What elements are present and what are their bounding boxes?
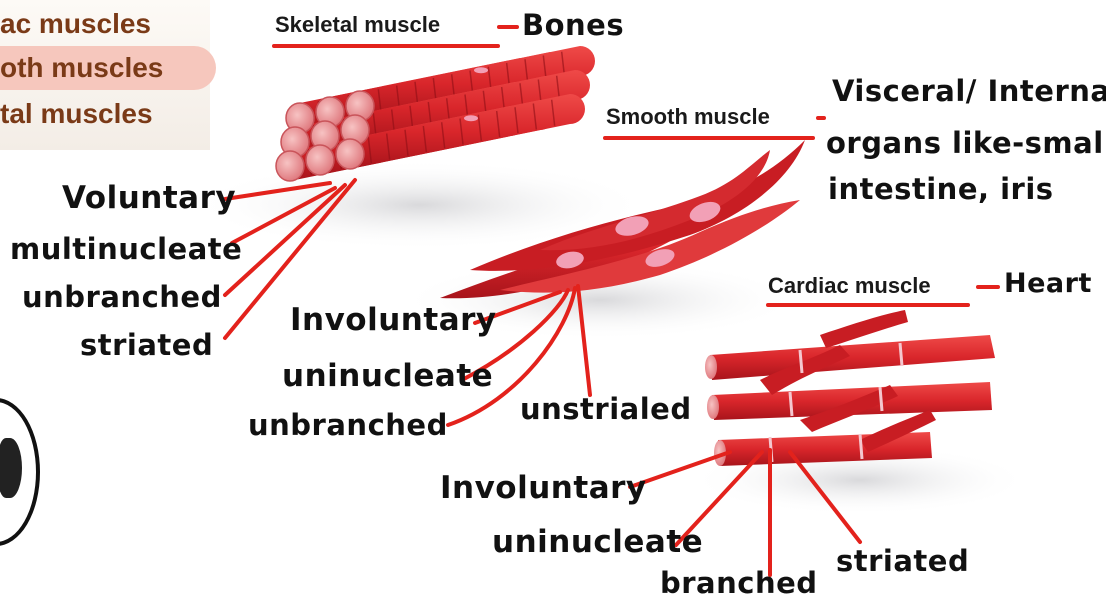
cardiac-muscle-illustration (705, 310, 995, 466)
smooth-feature-involuntary: Involuntary (290, 302, 497, 338)
smooth-location-line-1: Visceral/ Internal (832, 74, 1106, 108)
cardiac-feature-involuntary: Involuntary (440, 470, 647, 506)
smooth-feature-unstriated: unstrialed (520, 392, 692, 426)
skeletal-feature-voluntary: Voluntary (62, 180, 236, 216)
skeletal-feature-multinucleate: multinucleate (10, 232, 242, 266)
cardiac-location: Heart (1004, 268, 1092, 299)
cardiac-feature-branched: branched (660, 566, 818, 600)
smooth-location-line-3: intestine, iris (828, 172, 1054, 206)
skeletal-heading: Skeletal muscle (275, 12, 440, 38)
smooth-heading: Smooth muscle (606, 104, 770, 130)
cardiac-heading: Cardiac muscle (768, 273, 931, 299)
smooth-heading-underline (603, 136, 815, 140)
skeletal-dash (497, 25, 519, 29)
smooth-feature-uninucleate: uninucleate (282, 358, 493, 394)
skeletal-fiber-end (336, 139, 364, 169)
smooth-location-line-2: organs like-small (826, 126, 1106, 160)
cardiac-feature-striated: striated (836, 544, 969, 578)
skeletal-location: Bones (522, 8, 624, 42)
smooth-dash (816, 116, 826, 120)
cardiac-heading-underline (766, 303, 970, 307)
skeletal-heading-underline (272, 44, 500, 48)
skeletal-feature-striated: striated (80, 328, 213, 362)
skeletal-feature-unbranched: unbranched (22, 280, 222, 314)
cardiac-dash (976, 285, 1000, 289)
skeletal-fiber-end (276, 151, 304, 181)
cardiac-feature-uninucleate: uninucleate (492, 524, 703, 560)
skeletal-fiber-end (306, 145, 334, 175)
smooth-feature-unbranched: unbranched (248, 408, 448, 442)
